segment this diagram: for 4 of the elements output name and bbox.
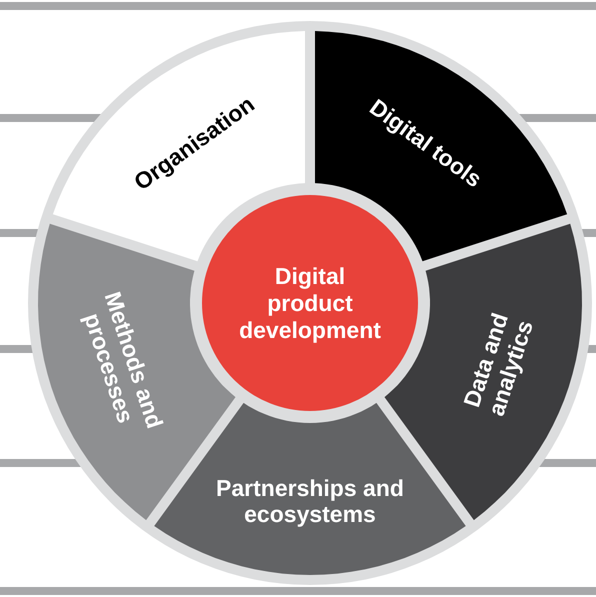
segment-label: Partnerships and ecosystems [215, 475, 405, 527]
center-label: Digital product development [238, 262, 382, 344]
wheel-segment [52, 31, 306, 262]
wheel-segment [314, 31, 568, 262]
